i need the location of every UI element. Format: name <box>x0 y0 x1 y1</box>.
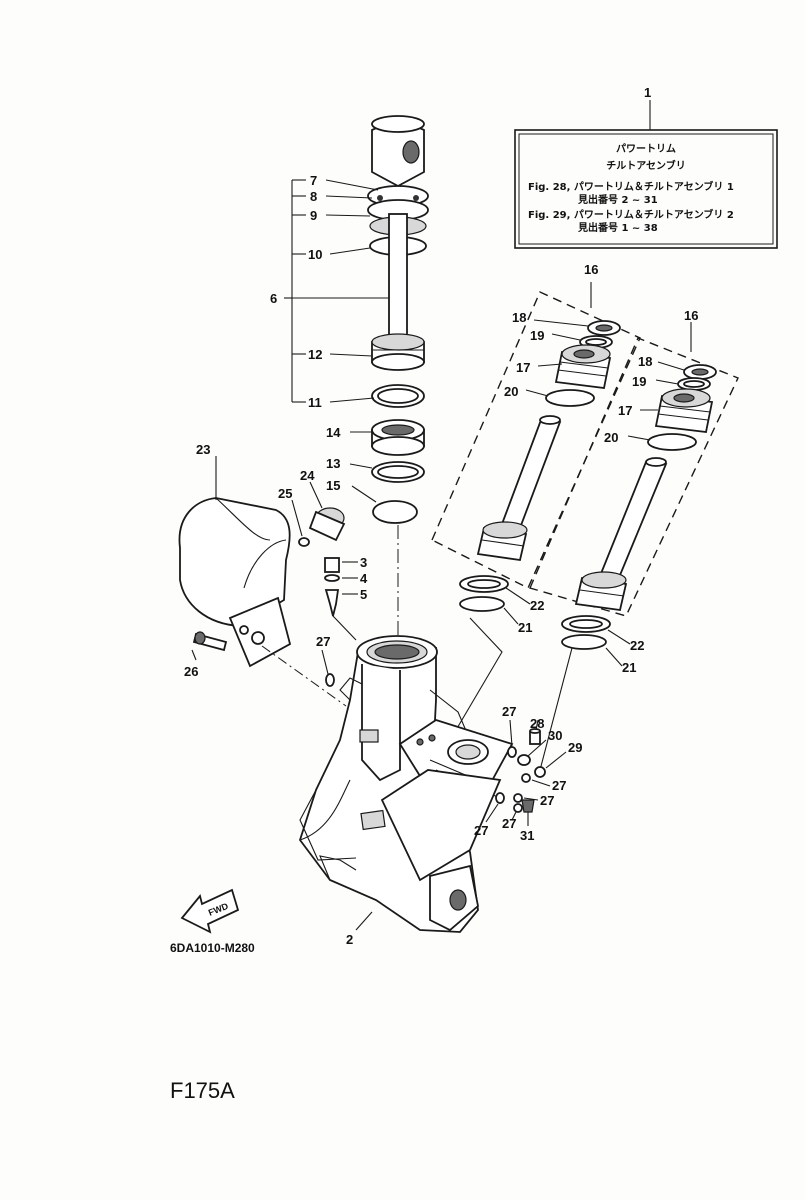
diagram-code: 6DA1010-M280 <box>170 941 255 955</box>
seal-parts-13-14-15 <box>349 419 425 640</box>
callout-25: 25 <box>278 486 292 501</box>
callout-17-right: 17 <box>618 403 632 418</box>
callout-14: 14 <box>326 425 341 440</box>
callout-5: 5 <box>360 587 367 602</box>
model-name: F175A <box>170 1078 235 1103</box>
callout-16-right: 16 <box>684 308 698 323</box>
small-fittings <box>485 719 567 826</box>
callout-2: 2 <box>346 932 353 947</box>
callout-3: 3 <box>360 555 367 570</box>
callout-21-left: 21 <box>518 620 532 635</box>
callout-15: 15 <box>326 478 340 493</box>
callout-11: 11 <box>308 395 322 410</box>
box-ref-fig29-range: 見出番号 1 ~ 38 <box>577 221 658 234</box>
callout-10: 10 <box>308 247 322 262</box>
callout-9: 9 <box>310 208 317 223</box>
callout-7: 7 <box>310 173 317 188</box>
box-title-line2: チルトアセンブリ <box>606 159 686 172</box>
callout-24: 24 <box>300 468 315 483</box>
callout-18-left: 18 <box>512 310 526 325</box>
callout-12: 12 <box>308 347 322 362</box>
fwd-arrow-icon: FWD <box>180 888 240 934</box>
callout-20-left: 20 <box>504 384 518 399</box>
callout-30: 30 <box>548 728 562 743</box>
box-ref-fig28: Fig. 28, パワートリム＆チルトアセンブリ 1 <box>528 180 734 193</box>
callout-27-e: 27 <box>474 823 488 838</box>
cover-23 <box>178 456 358 707</box>
callout-27-c: 27 <box>552 778 566 793</box>
callout-19-left: 19 <box>530 328 544 343</box>
tilt-body-2 <box>299 635 514 933</box>
callout-28: 28 <box>530 716 544 731</box>
callout-13: 13 <box>326 456 340 471</box>
callout-27-d: 27 <box>540 793 554 808</box>
callout-27-f: 27 <box>502 816 516 831</box>
box-ref-fig28-range: 見出番号 2 ~ 31 <box>577 193 658 206</box>
callout-22-left: 22 <box>530 598 544 613</box>
callout-20-right: 20 <box>604 430 618 445</box>
callout-21-right: 21 <box>622 660 636 675</box>
callout-bracket-6 <box>284 179 389 403</box>
callout-23: 23 <box>196 442 210 457</box>
callout-29: 29 <box>568 740 582 755</box>
callout-27-b: 27 <box>502 704 516 719</box>
callout-26: 26 <box>184 664 198 679</box>
callout-numbers: 7 8 9 10 6 12 11 14 13 15 16 16 18 19 17… <box>184 173 698 947</box>
box-title-line1: パワートリム <box>616 143 676 155</box>
seal-rings-21-22 <box>455 575 631 771</box>
callout-1: 1 <box>644 85 651 100</box>
callout-8: 8 <box>310 189 317 204</box>
box-ref-fig29: Fig. 29, パワートリム＆チルトアセンブリ 2 <box>528 208 734 221</box>
tilt-rod-assembly <box>367 115 429 408</box>
trim-cylinder-group-left <box>431 282 641 589</box>
trim-cylinder-group-right <box>529 322 739 617</box>
callout-18-right: 18 <box>638 354 652 369</box>
callout-27-a: 27 <box>316 634 330 649</box>
callout-4: 4 <box>360 571 368 586</box>
callout-16-left: 16 <box>584 262 598 277</box>
assembly-box: 1 パワートリム チルトアセンブリ Fig. 28, パワートリム＆チルトアセン… <box>514 85 778 249</box>
callout-22-right: 22 <box>630 638 644 653</box>
callout-17-left: 17 <box>516 360 530 375</box>
callout-31: 31 <box>520 828 534 843</box>
callout-19-right: 19 <box>632 374 646 389</box>
callout-6: 6 <box>270 291 277 306</box>
